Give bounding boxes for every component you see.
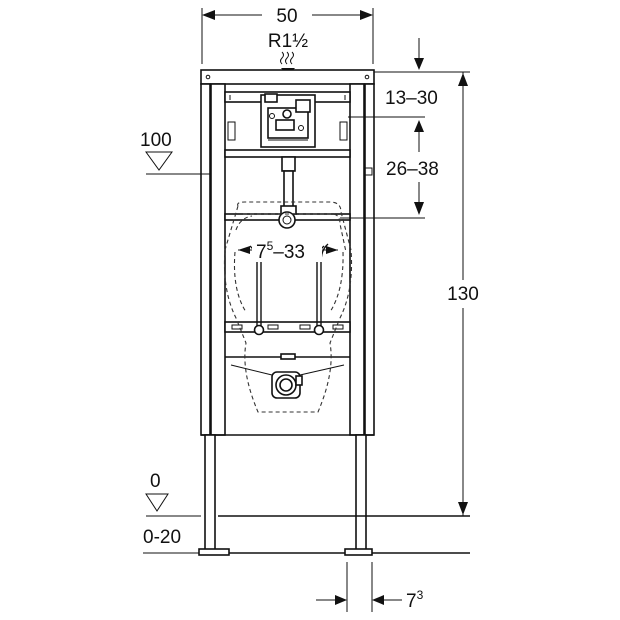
drain-outlet [230,364,345,399]
thread-fraction-label: ½ [292,31,308,52]
thread-label: R1 [268,31,292,52]
flush-valve-unit [260,93,316,148]
level-100-label: 100 [140,130,172,151]
level-100-marker: 100 [140,130,210,175]
water-inlet: R1½ [268,31,308,76]
height-dimension: 130 [447,72,479,516]
svg-text:75–33: 75–33 [256,239,305,263]
connector-base-label: 7 [256,242,267,263]
svg-text:R1½: R1½ [268,31,308,52]
connector-distance-dimension: 75–33 [238,238,338,263]
water-outlet-connector [278,211,340,229]
foot-offset-dimension: 73 [316,562,424,612]
height-label: 130 [447,284,479,305]
top-range-dimension: 13–30 [374,38,470,109]
svg-text:73: 73 [406,588,424,612]
connector-range-label: –33 [273,242,305,263]
top-range-label: 13–30 [385,88,438,109]
connector-sup-label: 5 [267,239,274,253]
urinal-outline [223,201,353,413]
floor-level-label: 0 [150,471,161,492]
mid-range-dimension: 26–38 [340,116,439,219]
floor-range-label: 0-20 [143,527,181,548]
supply-pipe [280,156,297,215]
floor-level-marker: 0 0-20 [143,471,470,554]
width-label: 50 [276,6,297,27]
mid-range-label: 26–38 [386,159,439,180]
width-dimension: 50 [201,6,374,64]
foot-base-label: 7 [406,591,417,612]
foot-sup-label: 3 [417,588,424,602]
